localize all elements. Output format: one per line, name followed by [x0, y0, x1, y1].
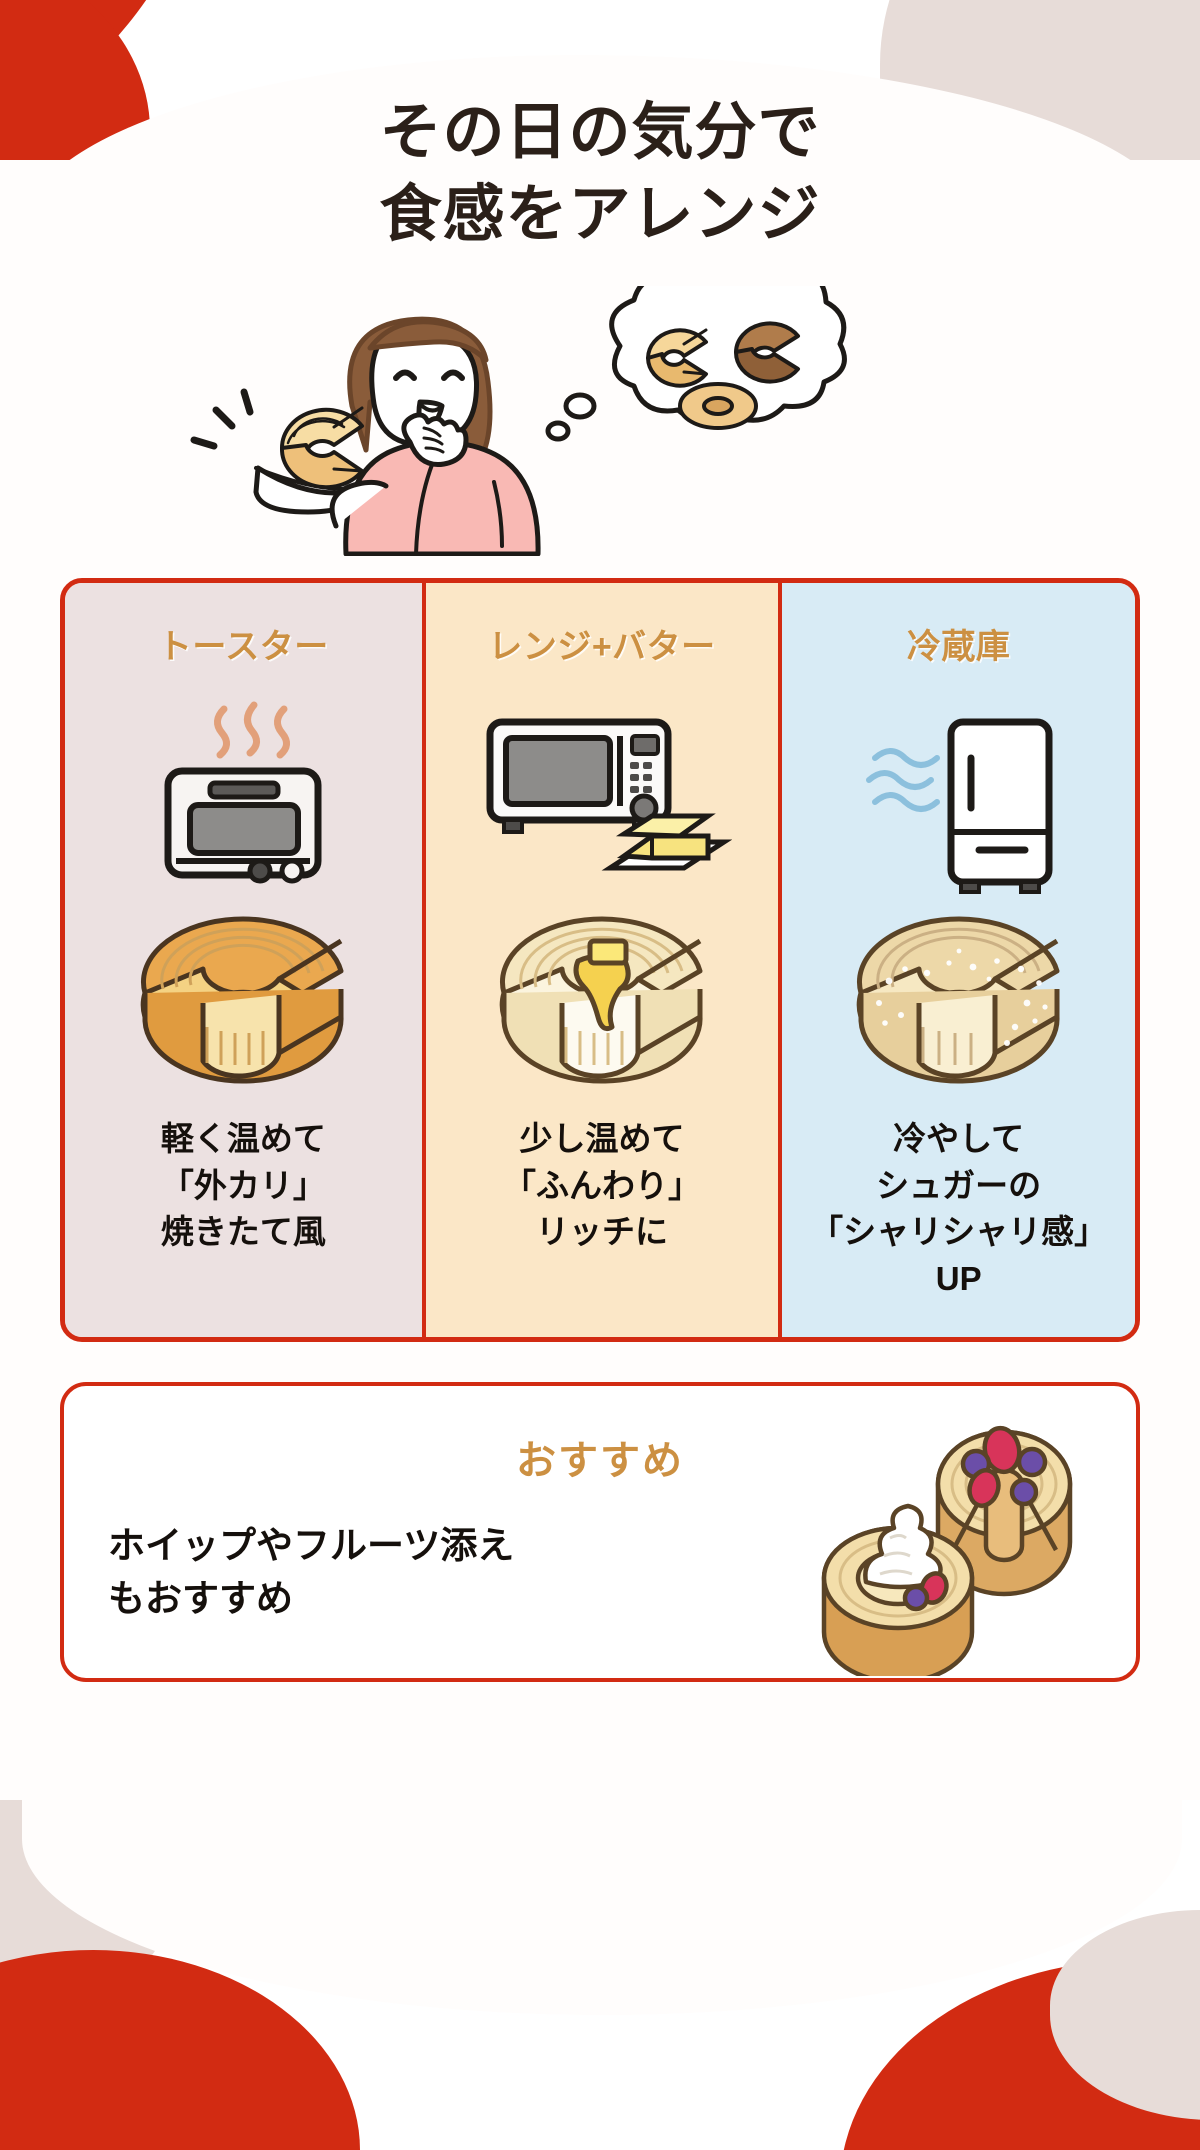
column-caption-microwave-butter: 少し温めて 「ふんわり」 リッチに — [503, 1119, 701, 1251]
texture-comparison-card: トースター — [60, 577, 1140, 1343]
microwave-oven-and-butter-block-icon — [432, 672, 773, 907]
recommendation-title: おすすめ — [516, 1439, 684, 1484]
page-title-line-2: 食感をアレンジ — [379, 179, 821, 249]
column-header-toaster: トースター — [157, 627, 329, 666]
recommendation-card: おすすめ ホイップやフルーツ添え もおすすめ — [60, 1382, 1140, 1685]
baumkuchen-with-whipped-cream-and-berries-icon — [788, 1406, 1118, 1685]
page-title: その日の気分で 食感をアレンジ — [0, 0, 1200, 256]
column-header-refrigerator: 冷蔵庫 — [906, 627, 1011, 666]
woman-with-baumkuchen-thinking-illustration — [190, 285, 847, 556]
baumkuchen-with-melting-butter-icon — [432, 911, 773, 1086]
column-header-microwave-butter: レンジ+バター — [488, 627, 716, 666]
baumkuchen-chilled-sugar-icon — [788, 911, 1129, 1086]
column-caption-toaster: 軽く温めて 「外カリ」 焼きたて風 — [160, 1119, 326, 1251]
column-caption-refrigerator: 冷やして シュガーの 「シャリシャリ感」 UP — [810, 1119, 1108, 1298]
refrigerator-with-cold-waves-icon — [788, 672, 1129, 907]
page-title-line-1: その日の気分で — [379, 98, 821, 167]
comparison-column-toaster: トースター — [65, 582, 422, 1338]
hero-illustration — [0, 285, 1200, 556]
recommendation-body: ホイップやフルーツ添え もおすすめ — [108, 1525, 515, 1619]
baumkuchen-toasted-icon — [71, 911, 416, 1086]
comparison-column-microwave-butter: レンジ+バター — [421, 582, 779, 1338]
toaster-oven-with-steam-icon — [71, 672, 416, 907]
comparison-column-refrigerator: 冷蔵庫 — [778, 582, 1135, 1338]
